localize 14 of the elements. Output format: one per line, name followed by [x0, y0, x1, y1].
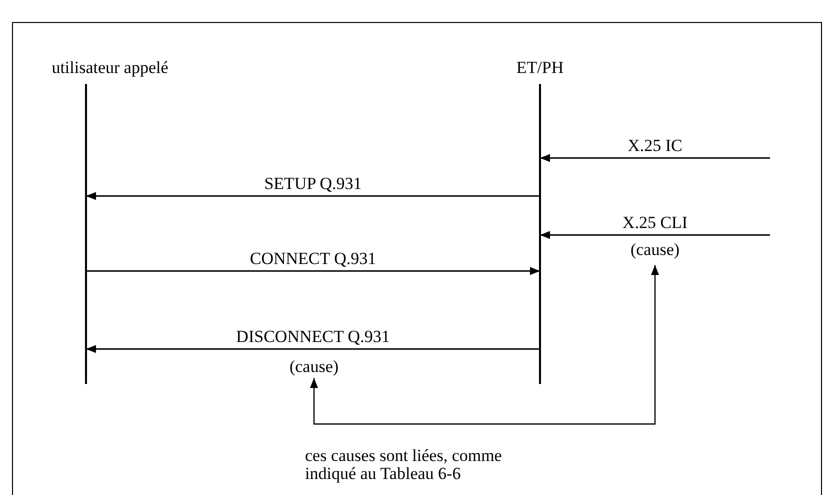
message-arrow	[86, 192, 540, 200]
message-arrow	[540, 231, 770, 239]
cause-text: (cause)	[282, 357, 346, 377]
note-text: ces causes sont liées, comme indiqué au Tableau 6-6	[305, 447, 503, 483]
cause-text: (cause)	[623, 240, 687, 260]
lifeline-header: utilisateur appelé	[50, 58, 170, 78]
lifeline-header: ET/PH	[515, 58, 565, 78]
message-arrow	[540, 154, 770, 162]
edge-label: DISCONNECT Q.931	[234, 328, 392, 346]
link-arrow	[310, 265, 659, 425]
message-arrow	[86, 267, 540, 275]
edge-label: CONNECT Q.931	[248, 250, 378, 268]
message-arrow	[86, 345, 540, 353]
edge-label: SETUP Q.931	[262, 175, 364, 193]
